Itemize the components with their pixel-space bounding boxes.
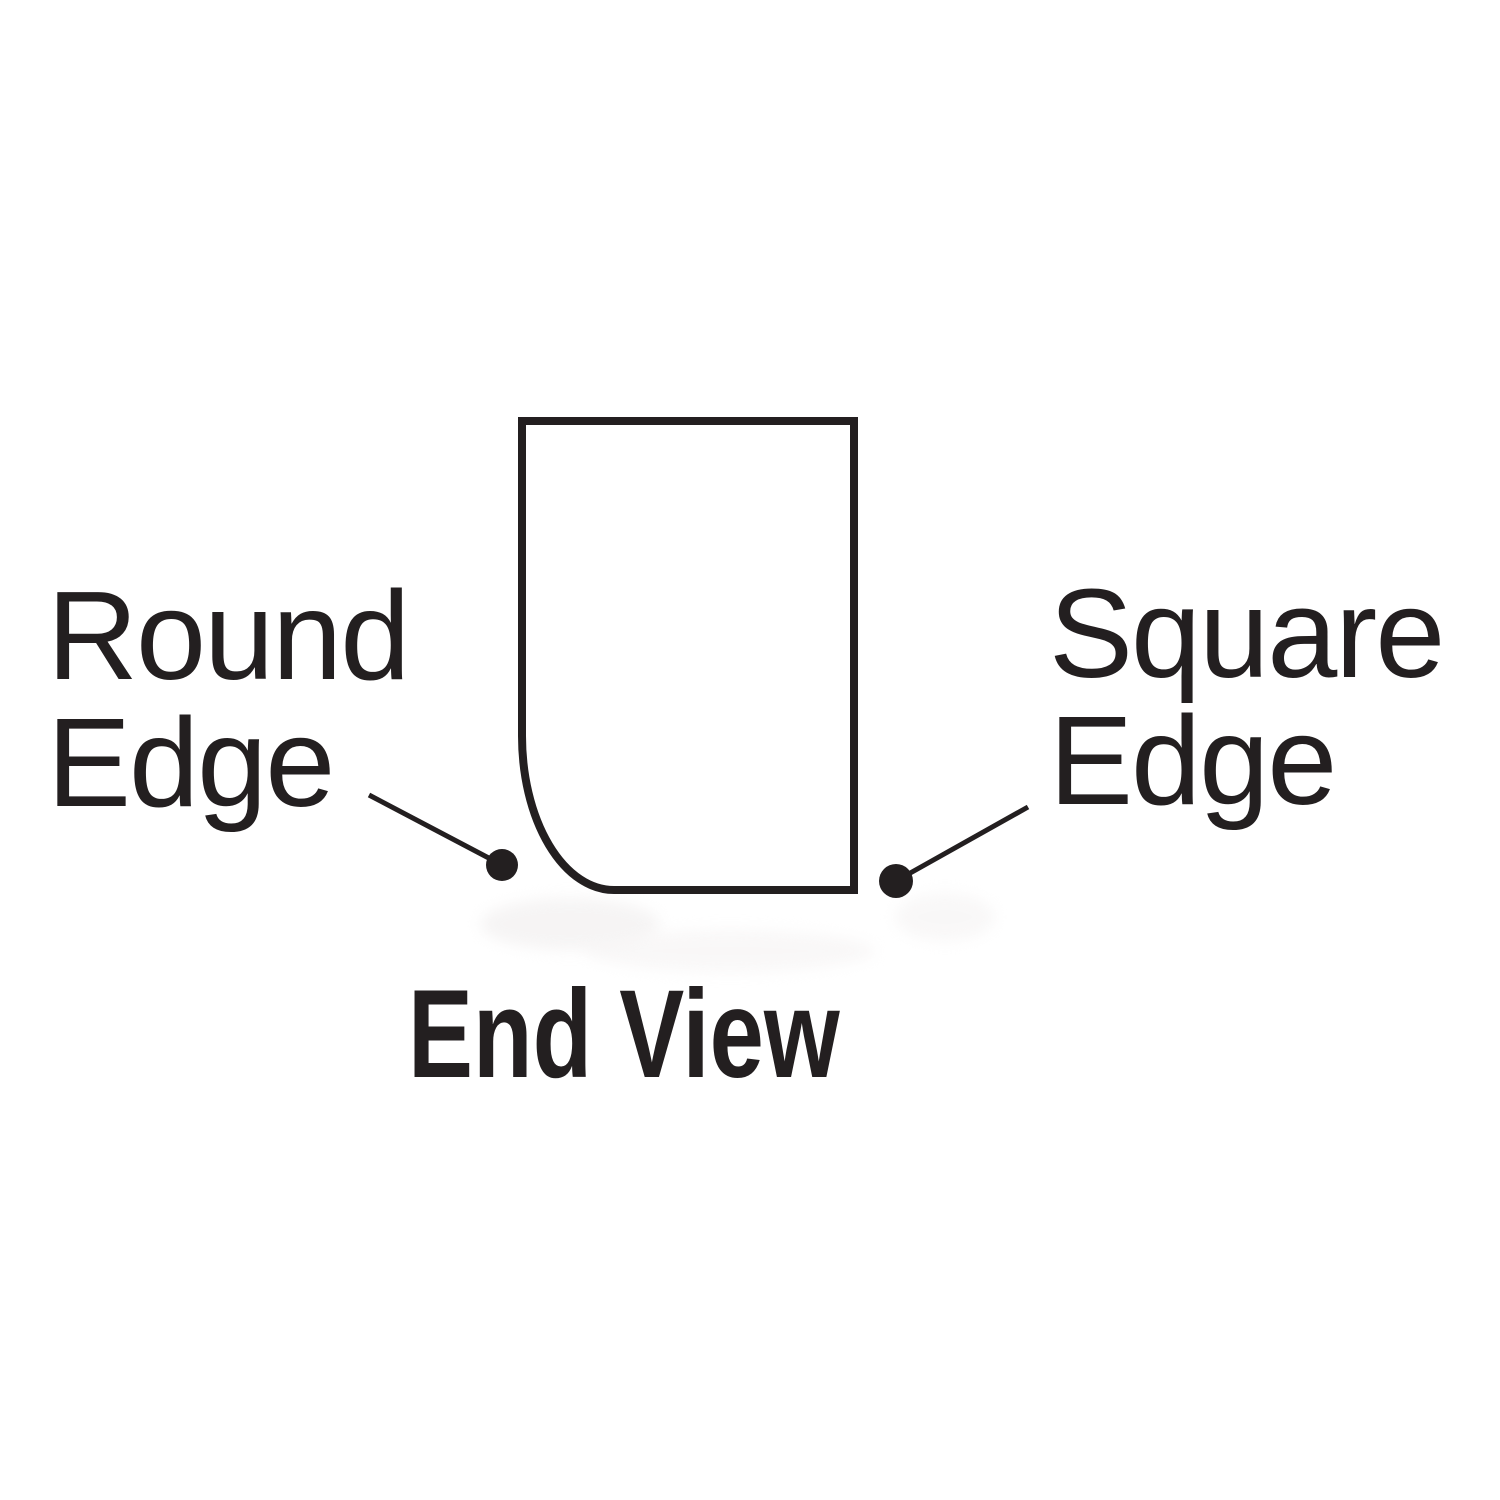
end-view-caption: End View bbox=[408, 965, 840, 1104]
round-edge-label: Round Edge bbox=[47, 565, 410, 833]
square-edge-label-line2: Edge bbox=[1049, 690, 1337, 831]
round-edge-callout-dot bbox=[486, 849, 518, 881]
profile-outline-shape bbox=[518, 417, 858, 894]
square-edge-callout-dot bbox=[879, 864, 913, 898]
square-edge-label: Square Edge bbox=[1049, 563, 1445, 831]
square-edge-leader-line bbox=[894, 804, 1030, 884]
round-edge-leader-line bbox=[367, 792, 504, 868]
round-edge-label-line1: Round bbox=[47, 565, 410, 706]
square-edge-label-line1: Square bbox=[1049, 563, 1445, 704]
round-edge-label-line2: Edge bbox=[47, 692, 335, 833]
